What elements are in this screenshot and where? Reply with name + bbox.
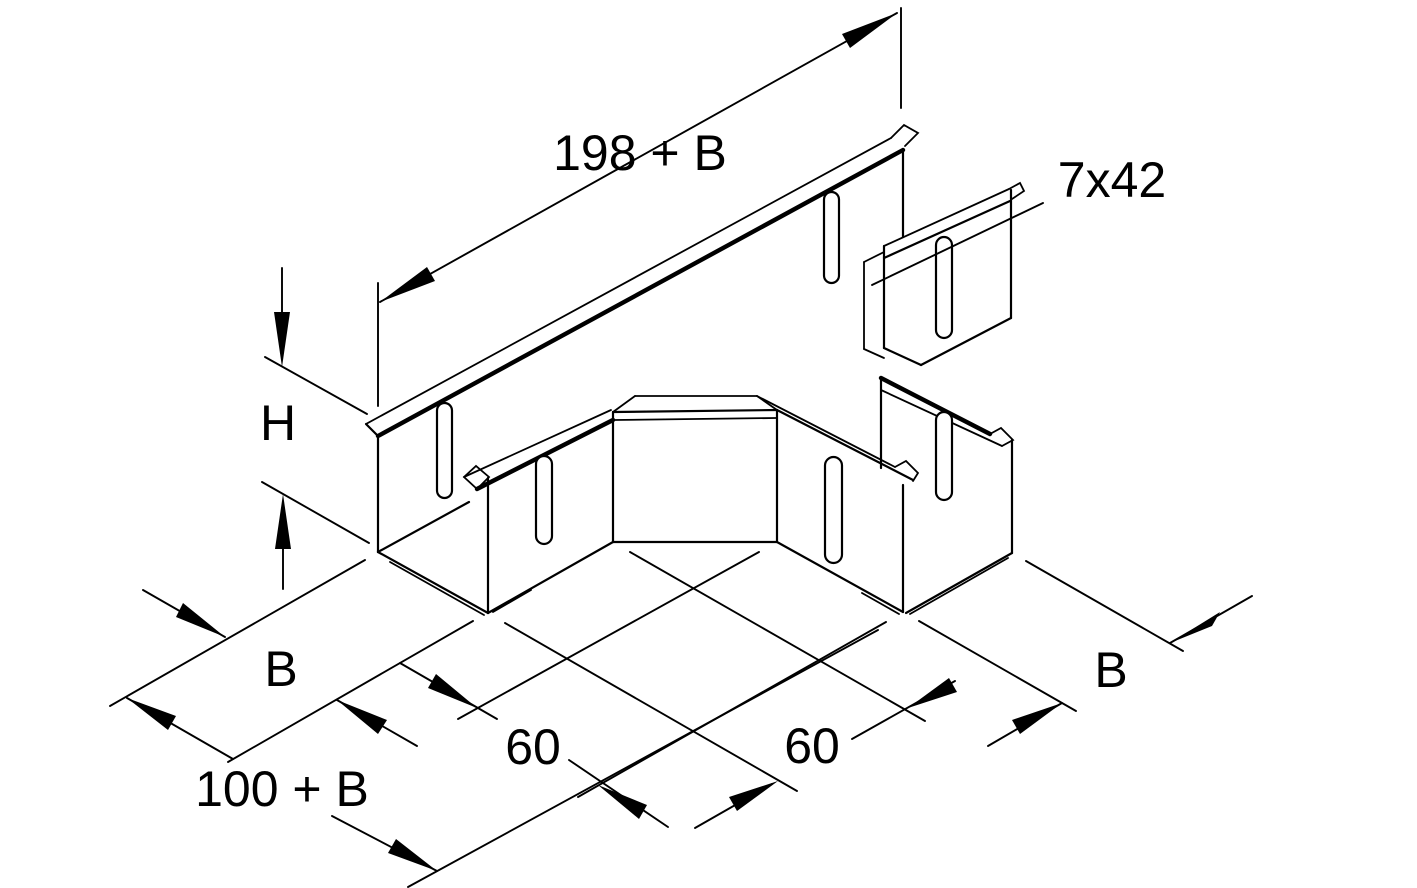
front-wall-hem-left-cap <box>462 464 491 491</box>
label-chamfer-right: 60 <box>784 718 840 774</box>
chamfer-panel <box>611 395 779 544</box>
label-width-left: B <box>264 641 297 697</box>
inner-wall-bottom-hatch <box>861 592 900 615</box>
inner-wall-face-top-edge <box>775 408 915 482</box>
rail-bottom-edge <box>376 500 471 554</box>
dim-198b-arrow-left-icon <box>380 267 435 302</box>
flange-bottom-edge <box>919 316 1013 367</box>
left-end-edge <box>376 550 490 616</box>
rail-hem-fold-edge <box>375 147 906 439</box>
outer-wall-bottom-hatch <box>909 557 1009 615</box>
rail-slot-left <box>435 401 454 500</box>
dim-60l-arrow-a-icon <box>428 674 477 708</box>
flange-plate-fill <box>884 189 1024 365</box>
dim-bl-arrow-upper-icon <box>176 603 225 637</box>
label-width-right: B <box>1094 642 1127 698</box>
flange-slot <box>934 235 954 340</box>
outlet-outer-wall <box>878 375 1015 615</box>
front-wall-bottom-hatch <box>492 589 532 613</box>
rail-slot-right <box>822 190 841 285</box>
dim-100b-ext <box>407 629 879 888</box>
outer-wall-slot <box>934 410 954 502</box>
dim-width-right: B <box>918 560 1253 747</box>
dim-bl-arrow-lower-icon <box>337 700 387 734</box>
dim-br-ext-front <box>918 620 1077 712</box>
outer-wall-hem-cap <box>989 426 1015 447</box>
rail-body-fill <box>366 125 918 552</box>
panel-face-top-edge <box>611 408 779 414</box>
inner-wall-bottom-edge <box>775 540 905 614</box>
dim-198b-line <box>379 12 898 303</box>
dim-bl-ext-back <box>109 559 366 707</box>
outlet-inner-wall <box>756 395 920 615</box>
front-wall-slot <box>534 454 554 546</box>
label-length-top: 198 + B <box>553 125 727 181</box>
rail-hem-right-cap <box>890 123 920 147</box>
flange-return-fold-top <box>863 251 885 263</box>
front-wall-hem-fold-edge <box>474 417 616 492</box>
dim-60r-ext-lower <box>504 622 798 792</box>
chamfer-panel-fill <box>613 396 777 542</box>
connector-flange-plate <box>863 181 1026 367</box>
front-wall-hem-top-edge <box>463 409 612 478</box>
dim-60l-ext-upper <box>457 551 760 720</box>
dim-bl-ext-front <box>227 620 474 763</box>
outer-wall-hem-fold-edge <box>878 375 993 437</box>
dim-100b-arrow-a-icon <box>127 698 176 730</box>
back-rail <box>364 123 920 554</box>
panel-hem-fold-edge <box>613 417 777 421</box>
dim-60r-arrow-b-icon <box>908 678 957 708</box>
label-height: H <box>260 395 296 451</box>
left-end-bottom-hatch <box>389 561 485 616</box>
flange-bottom-left-edge <box>882 346 923 367</box>
slot-size-leader-line <box>871 202 1044 286</box>
dim-60r-ext-upper <box>629 551 926 722</box>
flange-hem-top-edge <box>883 188 1010 247</box>
dim-width-left: B <box>109 559 474 763</box>
dim-h-ext-bottom <box>261 481 370 544</box>
inner-wall-slot <box>823 455 844 565</box>
flange-return-fold-bottom <box>863 348 885 359</box>
left-end-bottom-edge <box>376 550 490 615</box>
dim-br-arrow-upper-icon <box>1170 612 1220 643</box>
dim-length-top: 198 + B <box>377 7 902 407</box>
flange-hem-right-cap <box>1008 181 1026 200</box>
panel-hem-left-conn <box>612 395 636 413</box>
inner-wall-hem-cap <box>894 459 920 482</box>
label-chamfer-left: 60 <box>505 719 561 775</box>
dim-chamfer-left: 60 <box>399 551 887 828</box>
rail-hem-left-cap <box>364 422 380 438</box>
dim-length-left: 100 + B <box>126 629 879 888</box>
inner-wall-hem-top-edge <box>756 395 896 468</box>
front-wall-bottom-edge <box>486 540 615 615</box>
callout-slot-size: 7x42 <box>871 152 1166 340</box>
dim-br-arrow-lower-icon <box>1012 703 1062 734</box>
dim-100b-arrow-b-icon <box>388 839 437 871</box>
dim-height: H <box>260 267 370 590</box>
dim-60r-arrow-a-icon <box>729 781 778 811</box>
outer-wall-bottom-edge <box>904 551 1014 615</box>
rail-hem-top-edge <box>365 137 892 425</box>
label-slot-size: 7x42 <box>1058 152 1166 208</box>
dim-br-ext-back <box>1025 560 1184 652</box>
dim-h-arrow-up-icon <box>275 494 291 549</box>
dim-60l-arrow-b-icon <box>598 785 647 819</box>
dim-h-arrow-down-icon <box>274 312 290 367</box>
panel-hem-right-conn <box>756 395 778 411</box>
flange-hem-fold-edge <box>882 199 1012 260</box>
dim-chamfer-right: 60 <box>504 551 957 829</box>
dim-198b-arrow-right-icon <box>842 13 897 48</box>
label-length-left: 100 + B <box>195 761 369 817</box>
front-wall <box>462 409 616 615</box>
